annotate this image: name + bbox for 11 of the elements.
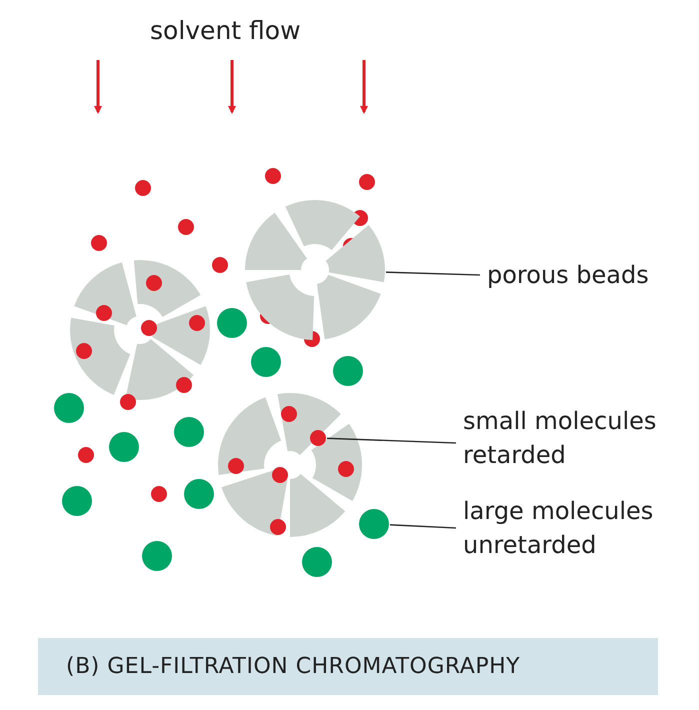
callout-label: porous beads — [487, 258, 677, 292]
leader-line — [390, 524, 456, 529]
flow-label: solvent flow — [150, 15, 301, 47]
large-molecule — [359, 509, 389, 539]
porous-bead — [245, 200, 385, 340]
small-molecule — [310, 430, 326, 446]
callout-label: large molecules unretarded — [463, 494, 678, 562]
leader-line — [386, 272, 480, 276]
caption-bar: (B) GEL-FILTRATION CHROMATOGRAPHY — [38, 638, 658, 695]
callout-label: small molecules retarded — [463, 404, 678, 472]
leader-line — [326, 438, 456, 444]
